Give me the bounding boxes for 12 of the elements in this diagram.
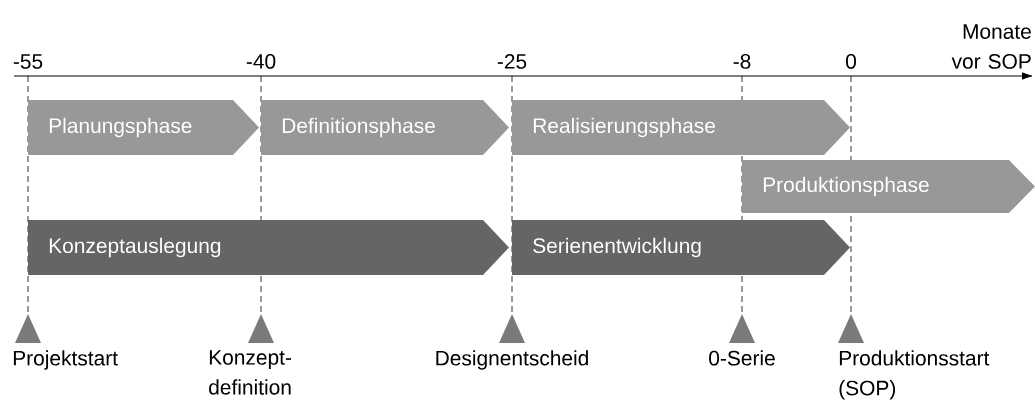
tick-label: -55 <box>13 54 43 69</box>
phase-band: Planungsphase <box>28 100 259 155</box>
tick-label: 0 <box>846 54 856 69</box>
tick-label: -40 <box>246 54 276 69</box>
tick-label: -8 <box>733 54 751 69</box>
phase-band: Konzeptauslegung <box>28 220 509 275</box>
axis-label: Monate vor SOP <box>951 24 1031 69</box>
phase-band: Produktionsphase <box>742 160 1035 213</box>
phase-band: Definitionsphase <box>261 100 509 155</box>
tick-label: -25 <box>497 54 527 69</box>
phase-band: Serienentwicklung <box>512 220 850 275</box>
phase-band: Realisierungsphase <box>512 100 850 155</box>
